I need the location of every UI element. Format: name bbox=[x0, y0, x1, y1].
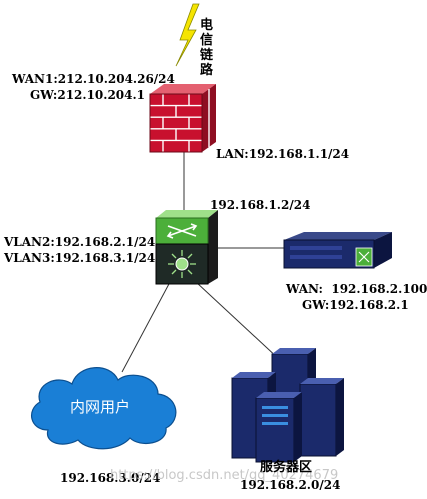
lan-label: LAN:192.168.1.1/24 bbox=[216, 147, 350, 161]
server-gw-label: GW:192.168.2.1 bbox=[302, 298, 409, 312]
server-wan-label: WAN: 192.168.2.100 bbox=[286, 282, 427, 296]
users-subnet-label: 192.168.3.0/24 bbox=[60, 471, 161, 485]
link-switch-cloud bbox=[121, 281, 171, 373]
core-switch-icon bbox=[155, 210, 218, 285]
telecom-link-label: 电信链路 bbox=[200, 18, 214, 78]
vlan2-label: VLAN2:192.168.2.1/24 bbox=[4, 235, 156, 249]
link-switch-cluster bbox=[195, 281, 281, 361]
intranet-users-label: 内网用户 bbox=[70, 398, 131, 416]
server-zone-label: 服务器区 bbox=[260, 460, 313, 475]
gw1-label: GW:212.10.204.1 bbox=[30, 88, 146, 102]
wan1-label: WAN1:212.10.204.26/24 bbox=[12, 72, 175, 86]
cloud-icon bbox=[31, 367, 177, 450]
rack-server-icon bbox=[283, 232, 392, 269]
server-cluster-icon bbox=[231, 348, 344, 463]
watermark: https://blog.csdn.net/qq_40274679 bbox=[110, 468, 339, 483]
lightning-icon bbox=[175, 3, 200, 67]
switch-ip-label: 192.168.1.2/24 bbox=[210, 198, 311, 212]
server-subnet-label: 192.168.2.0/24 bbox=[240, 478, 341, 492]
vlan3-label: VLAN3:192.168.3.1/24 bbox=[4, 251, 156, 265]
firewall-icon bbox=[149, 84, 216, 153]
